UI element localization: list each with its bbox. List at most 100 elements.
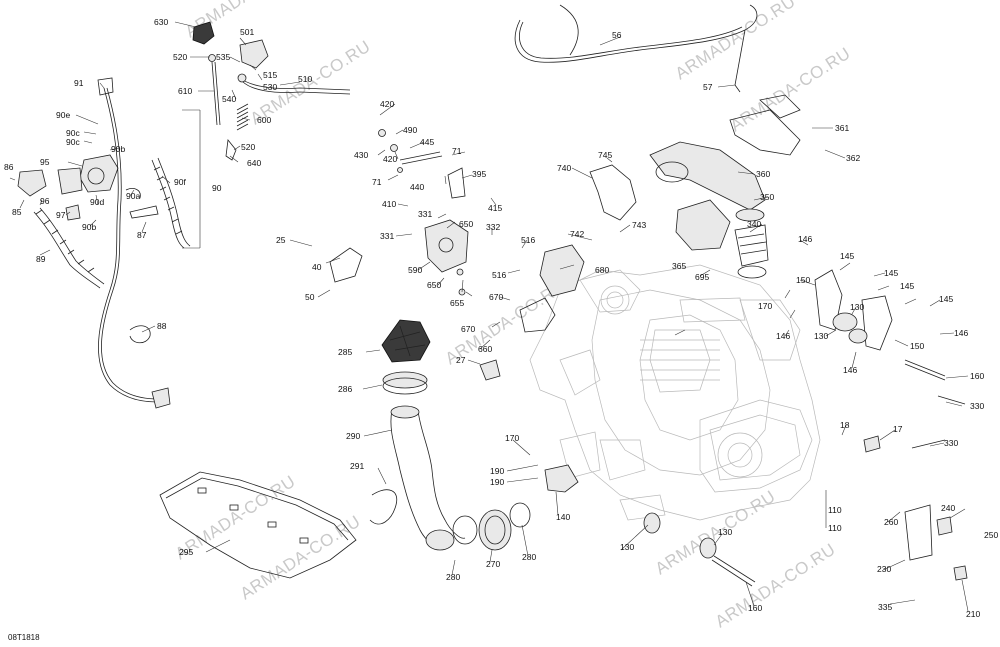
- label-240: 240: [941, 503, 955, 513]
- label-520b: 520: [241, 142, 255, 152]
- label-365: 365: [672, 261, 686, 271]
- label-145a: 145: [840, 251, 854, 261]
- label-95: 95: [40, 157, 50, 167]
- label-27: 27: [456, 355, 466, 365]
- label-90b-b: 90b: [82, 222, 96, 232]
- engine-block: [529, 264, 821, 521]
- label-18: 18: [840, 420, 850, 430]
- label-445: 445: [420, 137, 434, 147]
- throttle-body-cluster: [17, 77, 201, 409]
- label-130d: 130: [620, 542, 634, 552]
- label-440: 440: [410, 182, 424, 192]
- label-71a: 71: [452, 146, 462, 156]
- label-650b: 650: [427, 280, 441, 290]
- label-146a: 146: [798, 234, 812, 244]
- label-280b: 280: [522, 552, 536, 562]
- label-17: 17: [893, 424, 903, 434]
- label-88: 88: [157, 321, 167, 331]
- label-535: 535: [216, 52, 230, 62]
- watermarks: ARMADA-CO.RU ARMADA-CO.RU ARMADA-CO.RU A…: [172, 0, 854, 631]
- label-361: 361: [835, 123, 849, 133]
- label-96: 96: [40, 196, 50, 206]
- label-415: 415: [488, 203, 502, 213]
- label-540: 540: [222, 94, 236, 104]
- label-501: 501: [240, 27, 254, 37]
- label-87: 87: [137, 230, 147, 240]
- label-130b: 130: [814, 331, 828, 341]
- label-350a: 350: [760, 192, 774, 202]
- watermark-4: ARMADA-CO.RU: [727, 44, 854, 136]
- label-740: 740: [557, 163, 571, 173]
- label-395: 395: [472, 169, 486, 179]
- label-146c: 146: [954, 328, 968, 338]
- label-190a: 190: [490, 466, 504, 476]
- label-295: 295: [179, 547, 193, 557]
- label-130a: 130: [850, 302, 864, 312]
- bracket-50: [329, 247, 363, 283]
- label-90a: 90a: [126, 191, 140, 201]
- label-286: 286: [338, 384, 352, 394]
- label-630: 630: [154, 17, 168, 27]
- label-145c: 145: [900, 281, 914, 291]
- throttle-linkage-parts: [192, 21, 466, 199]
- label-360: 360: [756, 169, 770, 179]
- label-331a: 331: [418, 209, 432, 219]
- watermark-8: ARMADA-CO.RU: [652, 487, 779, 579]
- label-640: 640: [247, 158, 261, 168]
- label-86: 86: [4, 162, 14, 172]
- label-610: 610: [178, 86, 192, 96]
- label-170b: 170: [505, 433, 519, 443]
- label-332: 332: [486, 222, 500, 232]
- label-210: 210: [966, 609, 980, 619]
- label-745: 745: [598, 150, 612, 160]
- label-250: 250: [984, 530, 998, 540]
- label-490: 490: [403, 125, 417, 135]
- label-260: 260: [884, 517, 898, 527]
- label-516a: 516: [521, 235, 535, 245]
- label-91: 91: [74, 78, 84, 88]
- label-190b: 190: [490, 477, 504, 487]
- label-650a: 650: [459, 219, 473, 229]
- label-340: 340: [747, 219, 761, 229]
- label-57: 57: [703, 82, 713, 92]
- label-146d: 146: [843, 365, 857, 375]
- label-90: 90: [212, 183, 222, 193]
- label-600: 600: [257, 115, 271, 125]
- label-410: 410: [382, 199, 396, 209]
- label-695: 695: [695, 272, 709, 282]
- label-50: 50: [305, 292, 315, 302]
- label-516b: 516: [492, 270, 506, 280]
- label-145d: 145: [939, 294, 953, 304]
- label-331b: 331: [380, 231, 394, 241]
- label-420b: 420: [383, 154, 397, 164]
- label-160b: 160: [748, 603, 762, 613]
- label-90f: 90f: [174, 177, 186, 187]
- watermark-3: ARMADA-CO.RU: [672, 0, 799, 83]
- watermark-9: ARMADA-CO.RU: [712, 540, 839, 632]
- label-291: 291: [350, 461, 364, 471]
- label-71b: 71: [372, 177, 382, 187]
- label-150b: 150: [910, 341, 924, 351]
- label-145b: 145: [884, 268, 898, 278]
- label-520a: 520: [173, 52, 187, 62]
- label-743: 743: [632, 220, 646, 230]
- label-362: 362: [846, 153, 860, 163]
- leader-lines: [9, 21, 969, 612]
- right-side-parts: [544, 269, 968, 587]
- label-90b-a: 90b: [111, 144, 125, 154]
- label-140: 140: [556, 512, 570, 522]
- label-660: 660: [478, 344, 492, 354]
- label-89: 89: [36, 254, 46, 264]
- watermark-7: ARMADA-CO.RU: [237, 512, 364, 604]
- label-150a: 150: [796, 275, 810, 285]
- reference-code: 08T1818: [8, 633, 40, 642]
- label-160a: 160: [970, 371, 984, 381]
- label-655: 655: [450, 298, 464, 308]
- label-420a: 420: [380, 99, 394, 109]
- label-510: 510: [298, 74, 312, 84]
- label-40: 40: [312, 262, 322, 272]
- label-590: 590: [408, 265, 422, 275]
- label-330a: 330: [970, 401, 984, 411]
- label-110b: 110: [828, 523, 842, 533]
